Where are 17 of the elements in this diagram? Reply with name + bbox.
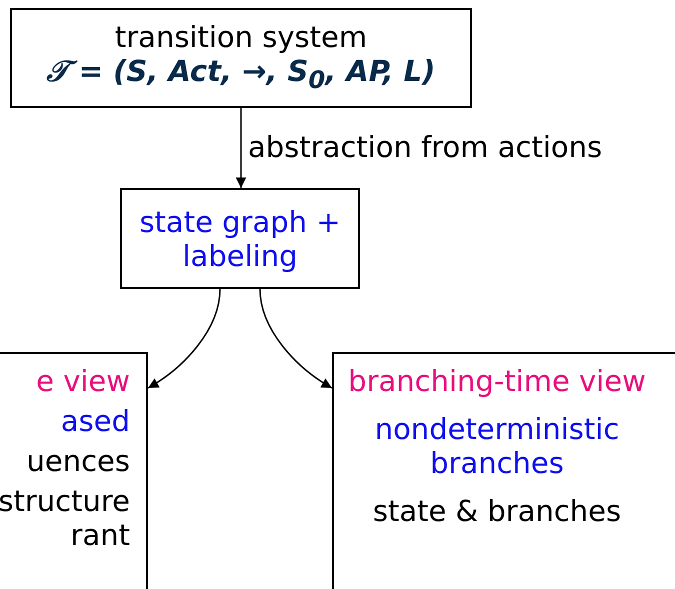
node-text: state graph + labeling [138,204,342,272]
body-text: nondeterministic branches [374,412,620,480]
heading-text: e view [35,364,130,398]
heading-text: branching-time view [347,364,647,398]
arrow [236,108,246,188]
body-text: state & branches [372,494,622,528]
process-box [332,352,675,589]
process-box [120,188,360,289]
body-text: ased [60,404,130,438]
arrow [148,288,221,389]
title-text: transition system [114,20,368,54]
arrow [259,288,332,389]
formula-text: 𝒯 = (S, Act, →, S$_{0}$, AP, L) [46,54,436,96]
process-box [0,352,148,589]
body-text: uences [26,444,130,478]
body-text: structure rant [0,484,130,552]
process-box [10,8,472,108]
